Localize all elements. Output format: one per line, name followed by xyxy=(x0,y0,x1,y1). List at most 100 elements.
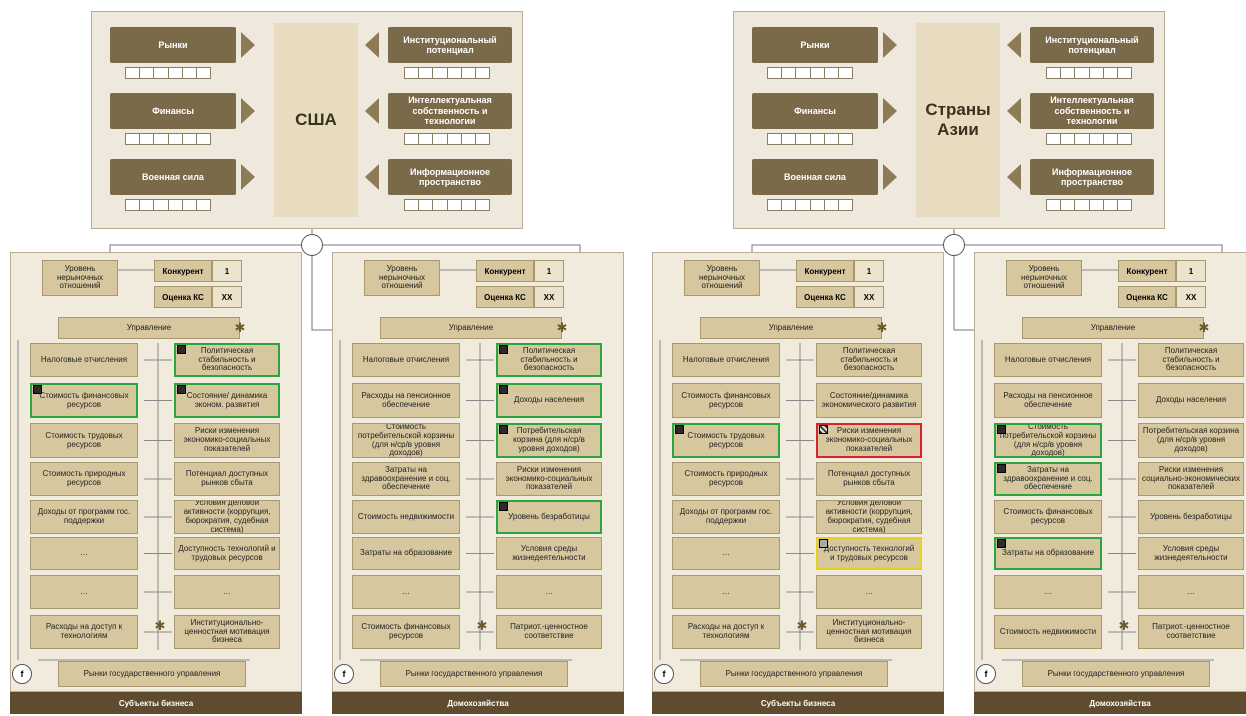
competitor-value[interactable]: 1 xyxy=(534,260,564,282)
factor-right-box[interactable]: Риски изменения экономико-социальных пок… xyxy=(816,423,922,458)
power-pill-right[interactable]: Интеллектуальная собственность и техноло… xyxy=(388,93,512,129)
factor-right-box[interactable]: Потенциал доступных рынков сбыта xyxy=(174,462,280,496)
gov-markets-box[interactable]: Рынки государственного управления xyxy=(1022,661,1210,687)
factor-right-box[interactable]: Доходы населения xyxy=(1138,383,1244,418)
factor-left-box[interactable]: … xyxy=(352,575,460,609)
factor-right-box[interactable]: … xyxy=(496,575,602,609)
factor-right-box[interactable]: Риски изменения экономико-социальных пок… xyxy=(174,423,280,458)
factor-left-box[interactable]: Налоговые отчисления xyxy=(30,343,138,377)
power-pill-right[interactable]: Информационное пространство xyxy=(1030,159,1154,195)
management-box[interactable]: Управление xyxy=(58,317,240,339)
score-value[interactable]: XX xyxy=(854,286,884,308)
competitor-value[interactable]: 1 xyxy=(854,260,884,282)
factor-right-box[interactable]: Доступность технологий и трудовых ресурс… xyxy=(816,537,922,570)
factor-right-box[interactable]: Риски изменения социально-экономических … xyxy=(1138,462,1244,496)
factor-right-box[interactable]: Институционально-ценностная мотивация би… xyxy=(816,615,922,649)
factor-right-box[interactable]: Политическая стабильность и безопасность xyxy=(1138,343,1244,377)
factor-left-box[interactable]: … xyxy=(994,575,1102,609)
factor-left-box[interactable]: Стоимость потребительской корзины (для н… xyxy=(994,423,1102,458)
factor-left-box[interactable]: Стоимость трудовых ресурсов xyxy=(30,423,138,458)
factor-right-box[interactable]: Институционально-ценностная мотивация би… xyxy=(174,615,280,649)
power-pill-left[interactable]: Финансы xyxy=(752,93,878,129)
power-pill-right[interactable]: Институциональный потенциал xyxy=(388,27,512,63)
factor-left-box[interactable]: … xyxy=(672,537,780,570)
factor-left-box[interactable]: Затраты на здравоохранение и соц. обеспе… xyxy=(352,462,460,496)
nonmarket-level-box[interactable]: Уровень нерыночных отношений xyxy=(364,260,440,296)
factor-right-box[interactable]: Патриот.-ценностное соответствие xyxy=(1138,615,1244,649)
competitor-value[interactable]: 1 xyxy=(212,260,242,282)
factor-right-box[interactable]: Потребительская корзина (для н/ср/в уров… xyxy=(1138,423,1244,458)
management-box[interactable]: Управление xyxy=(380,317,562,339)
factor-right-box[interactable]: … xyxy=(174,575,280,609)
factor-right-box[interactable]: Потребительская корзина (для н/ср/в уров… xyxy=(496,423,602,458)
factor-left-box[interactable]: Налоговые отчисления xyxy=(672,343,780,377)
factor-left-box[interactable]: Стоимость трудовых ресурсов xyxy=(672,423,780,458)
factor-left-box[interactable]: Стоимость финансовых ресурсов xyxy=(672,383,780,418)
factor-left-box[interactable]: Стоимость недвижимости xyxy=(352,500,460,534)
factor-left-box[interactable]: Стоимость потребительской корзины (для н… xyxy=(352,423,460,458)
factor-right-box[interactable]: … xyxy=(1138,575,1244,609)
management-box[interactable]: Управление xyxy=(700,317,882,339)
factor-left-box[interactable]: Затраты на образование xyxy=(994,537,1102,570)
factor-right-box[interactable]: Условия среды жизнедеятельности xyxy=(496,537,602,570)
power-pill-right[interactable]: Институциональный потенциал xyxy=(1030,27,1154,63)
power-pill-right[interactable]: Информационное пространство xyxy=(388,159,512,195)
factor-right-box[interactable]: Состояние/динамика экономического развит… xyxy=(816,383,922,418)
factor-right-box[interactable]: Политическая стабильность и безопасность xyxy=(816,343,922,377)
factor-left-box[interactable]: Стоимость недвижимости xyxy=(994,615,1102,649)
power-pill-right[interactable]: Интеллектуальная собственность и техноло… xyxy=(1030,93,1154,129)
factor-left-box[interactable]: Налоговые отчисления xyxy=(994,343,1102,377)
factor-right-box[interactable]: Риски изменения экономико-социальных пок… xyxy=(496,462,602,496)
gov-markets-box[interactable]: Рынки государственного управления xyxy=(700,661,888,687)
factor-right-box[interactable]: Политическая стабильность и безопасность xyxy=(174,343,280,377)
factor-right-box[interactable]: … xyxy=(816,575,922,609)
junction-circle xyxy=(943,234,965,256)
power-pill-left[interactable]: Финансы xyxy=(110,93,236,129)
factor-right-box[interactable]: Доступность технологий и трудовых ресурс… xyxy=(174,537,280,570)
competitor-value[interactable]: 1 xyxy=(1176,260,1206,282)
nonmarket-level-box[interactable]: Уровень нерыночных отношений xyxy=(1006,260,1082,296)
factor-left-box[interactable]: … xyxy=(672,575,780,609)
factor-right-box[interactable]: Потенциал доступных рынков сбыта xyxy=(816,462,922,496)
factor-right-box[interactable]: Условия среды жизнедеятельности xyxy=(1138,537,1244,570)
factor-left-box[interactable]: Стоимость финансовых ресурсов xyxy=(352,615,460,649)
factor-left-box[interactable]: Стоимость природных ресурсов xyxy=(30,462,138,496)
factor-left-box[interactable]: Доходы от программ гос. поддержки xyxy=(30,500,138,534)
factor-right-box[interactable]: Уровень безработицы xyxy=(496,500,602,534)
nonmarket-level-box[interactable]: Уровень нерыночных отношений xyxy=(684,260,760,296)
factor-left-box[interactable]: Расходы на доступ к технологиям xyxy=(30,615,138,649)
score-value[interactable]: XX xyxy=(534,286,564,308)
factor-right-box[interactable]: Уровень безработицы xyxy=(1138,500,1244,534)
factor-left-box[interactable]: Стоимость природных ресурсов xyxy=(672,462,780,496)
factor-left-box[interactable]: Доходы от программ гос. поддержки xyxy=(672,500,780,534)
score-value[interactable]: XX xyxy=(1176,286,1206,308)
factor-left-box[interactable]: Расходы на пенсионное обеспечение xyxy=(994,383,1102,418)
power-pill-left[interactable]: Рынки xyxy=(752,27,878,63)
management-box[interactable]: Управление xyxy=(1022,317,1204,339)
power-pill-left[interactable]: Военная сила xyxy=(752,159,878,195)
factor-left-box[interactable]: Стоимость финансовых ресурсов xyxy=(994,500,1102,534)
factor-left-box[interactable]: Затраты на образование xyxy=(352,537,460,570)
factor-left-box[interactable]: … xyxy=(30,537,138,570)
factor-left-box[interactable]: Налоговые отчисления xyxy=(352,343,460,377)
factor-left-box[interactable]: Стоимость финансовых ресурсов xyxy=(30,383,138,418)
gov-markets-box[interactable]: Рынки государственного управления xyxy=(58,661,246,687)
factor-right-box[interactable]: Условия деловой активности (коррупция, б… xyxy=(174,500,280,534)
factor-left-box[interactable]: … xyxy=(30,575,138,609)
factor-right-box[interactable]: Доходы населения xyxy=(496,383,602,418)
factor-left-box[interactable]: Затраты на здравоохранение и соц. обеспе… xyxy=(994,462,1102,496)
factor-right-box[interactable]: Условия деловой активности (коррупция, б… xyxy=(816,500,922,534)
arrow-left-icon xyxy=(1007,98,1021,124)
power-pill-left[interactable]: Рынки xyxy=(110,27,236,63)
factor-right-box[interactable]: Политическая стабильность и безопасность xyxy=(496,343,602,377)
factor-left-box[interactable]: Расходы на доступ к технологиям xyxy=(672,615,780,649)
factor-right-box[interactable]: Состояние/ динамика эконом. развития xyxy=(174,383,280,418)
score-value[interactable]: XX xyxy=(212,286,242,308)
status-marker-icon xyxy=(177,345,186,354)
power-pill-left[interactable]: Военная сила xyxy=(110,159,236,195)
factor-left-box[interactable]: Расходы на пенсионное обеспечение xyxy=(352,383,460,418)
gov-markets-box[interactable]: Рынки государственного управления xyxy=(380,661,568,687)
nonmarket-level-box[interactable]: Уровень нерыночных отношений xyxy=(42,260,118,296)
factor-right-box[interactable]: Патриот.-ценностное соответствие xyxy=(496,615,602,649)
